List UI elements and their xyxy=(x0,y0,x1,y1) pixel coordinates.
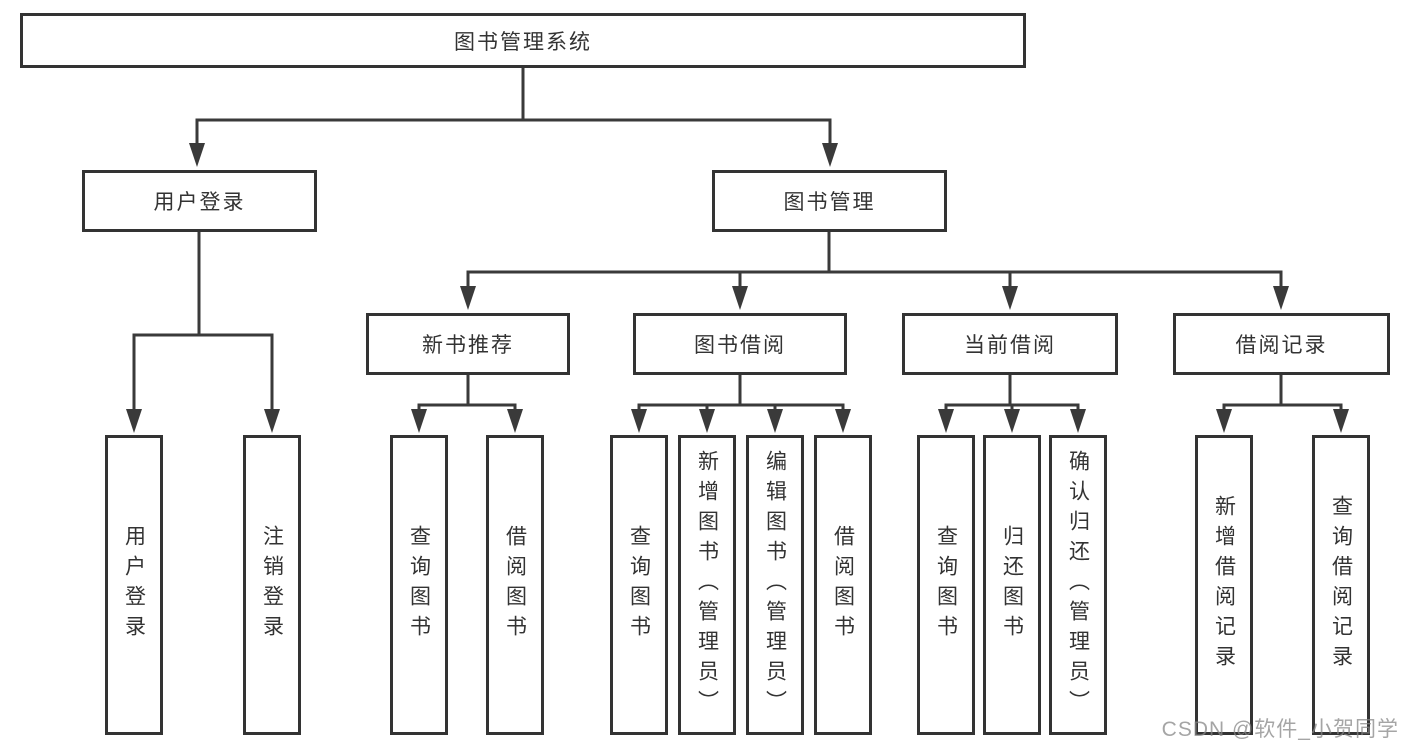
leaf-query-books-borrow: 查询图书 xyxy=(610,435,668,735)
node-borrow-records: 借阅记录 xyxy=(1173,313,1390,375)
leaf-label: 查询图书 xyxy=(407,525,431,645)
leaf-label: 新增图书（管理员） xyxy=(695,450,719,720)
leaf-label: 归还图书 xyxy=(1000,525,1024,645)
leaf-label: 新增借阅记录 xyxy=(1212,495,1236,675)
node-new-book-recommend: 新书推荐 xyxy=(366,313,570,375)
node-label: 图书管理系统 xyxy=(454,30,592,54)
leaf-edit-books-admin: 编辑图书（管理员） xyxy=(746,435,804,735)
leaf-return-books: 归还图书 xyxy=(983,435,1041,735)
node-current-borrow: 当前借阅 xyxy=(902,313,1118,375)
node-user-login: 用户登录 xyxy=(82,170,317,232)
node-label: 图书借阅 xyxy=(694,334,786,357)
leaf-logout: 注销登录 xyxy=(243,435,301,735)
node-label: 图书管理 xyxy=(783,191,876,214)
leaf-borrow-books: 借阅图书 xyxy=(814,435,872,735)
leaf-add-borrow-record: 新增借阅记录 xyxy=(1195,435,1253,735)
leaf-confirm-return-admin: 确认归还（管理员） xyxy=(1049,435,1107,735)
leaf-label: 借阅图书 xyxy=(503,525,527,645)
node-library-management-system: 图书管理系统 xyxy=(20,13,1026,68)
node-label: 借阅记录 xyxy=(1235,334,1328,357)
leaf-label: 查询图书 xyxy=(627,525,651,645)
csdn-watermark: CSDN @软件_小贺同学 xyxy=(1161,718,1399,741)
leaf-label: 注销登录 xyxy=(260,525,284,645)
node-book-management: 图书管理 xyxy=(712,170,947,232)
node-label: 新书推荐 xyxy=(422,334,514,357)
leaf-label: 用户登录 xyxy=(122,525,146,645)
leaf-add-books-admin: 新增图书（管理员） xyxy=(678,435,736,735)
leaf-label: 借阅图书 xyxy=(831,525,855,645)
node-label: 当前借阅 xyxy=(964,334,1056,357)
leaf-label: 查询借阅记录 xyxy=(1329,495,1353,675)
leaf-user-login: 用户登录 xyxy=(105,435,163,735)
leaf-query-borrow-record: 查询借阅记录 xyxy=(1312,435,1370,735)
node-book-borrow: 图书借阅 xyxy=(633,313,847,375)
leaf-borrow-books-recommend: 借阅图书 xyxy=(486,435,544,735)
node-label: 用户登录 xyxy=(153,191,246,214)
leaf-query-books-current: 查询图书 xyxy=(917,435,975,735)
leaf-query-books-recommend: 查询图书 xyxy=(390,435,448,735)
leaf-label: 确认归还（管理员） xyxy=(1066,450,1090,720)
leaf-label: 编辑图书（管理员） xyxy=(763,450,787,720)
leaf-label: 查询图书 xyxy=(934,525,958,645)
